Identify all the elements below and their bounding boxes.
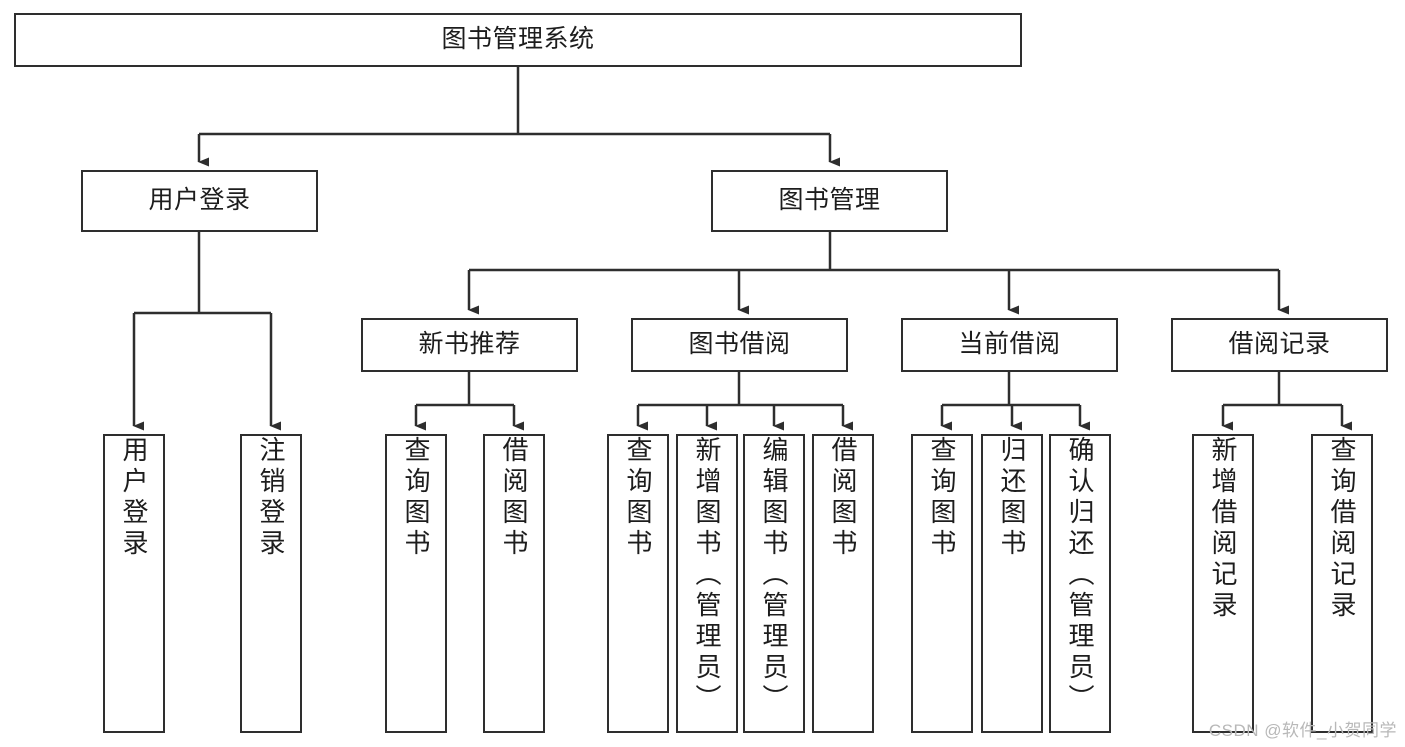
csdn-watermark: CSDN @软件_小贺同学: [1208, 721, 1397, 740]
leaf-return-book-label: 归还图书: [997, 436, 1027, 560]
leaf-edit-book-admin[interactable]: 编辑图书（管理员）: [743, 434, 805, 733]
leaf-query-book-borrow-label: 查询图书: [623, 436, 653, 560]
node-new-book-recommend-label: 新书推荐: [418, 330, 521, 359]
leaf-user-logout-label: 注销登录: [256, 436, 286, 560]
node-book-management-label: 图书管理: [778, 186, 881, 215]
node-user-login[interactable]: 用户登录: [81, 170, 318, 232]
leaf-query-book-current-label: 查询图书: [927, 436, 957, 560]
leaf-user-login[interactable]: 用户登录: [103, 434, 165, 733]
leaf-add-book-admin[interactable]: 新增图书（管理员）: [676, 434, 738, 733]
leaf-borrow-book[interactable]: 借阅图书: [812, 434, 874, 733]
leaf-return-book[interactable]: 归还图书: [981, 434, 1043, 733]
node-new-book-recommend[interactable]: 新书推荐: [361, 318, 578, 372]
leaf-query-book-current[interactable]: 查询图书: [911, 434, 973, 733]
leaf-query-book-borrow[interactable]: 查询图书: [607, 434, 669, 733]
node-book-borrow-label: 图书借阅: [688, 330, 791, 359]
node-borrow-record-label: 借阅记录: [1228, 330, 1331, 359]
leaf-user-login-label: 用户登录: [119, 436, 149, 560]
leaf-confirm-return-admin[interactable]: 确认归还（管理员）: [1049, 434, 1111, 733]
leaf-user-logout[interactable]: 注销登录: [240, 434, 302, 733]
node-user-login-label: 用户登录: [148, 186, 251, 215]
leaf-query-borrow-record-label: 查询借阅记录: [1327, 436, 1357, 622]
leaf-add-book-admin-label: 新增图书（管理员）: [692, 436, 722, 715]
leaf-confirm-return-admin-label: 确认归还（管理员）: [1065, 436, 1095, 715]
node-current-borrow-label: 当前借阅: [958, 330, 1061, 359]
leaf-add-borrow-record-label: 新增借阅记录: [1208, 436, 1238, 622]
leaf-add-borrow-record[interactable]: 新增借阅记录: [1192, 434, 1254, 733]
node-borrow-record[interactable]: 借阅记录: [1171, 318, 1388, 372]
node-book-management[interactable]: 图书管理: [711, 170, 948, 232]
leaf-query-book-recommend[interactable]: 查询图书: [385, 434, 447, 733]
leaf-borrow-book-label: 借阅图书: [828, 436, 858, 560]
node-root[interactable]: 图书管理系统: [14, 13, 1022, 67]
leaf-query-borrow-record[interactable]: 查询借阅记录: [1311, 434, 1373, 733]
leaf-borrow-book-recommend[interactable]: 借阅图书: [483, 434, 545, 733]
node-book-borrow[interactable]: 图书借阅: [631, 318, 848, 372]
node-current-borrow[interactable]: 当前借阅: [901, 318, 1118, 372]
node-root-label: 图书管理系统: [441, 25, 595, 54]
leaf-edit-book-admin-label: 编辑图书（管理员）: [759, 436, 789, 715]
leaf-query-book-recommend-label: 查询图书: [401, 436, 431, 560]
leaf-borrow-book-recommend-label: 借阅图书: [499, 436, 529, 560]
